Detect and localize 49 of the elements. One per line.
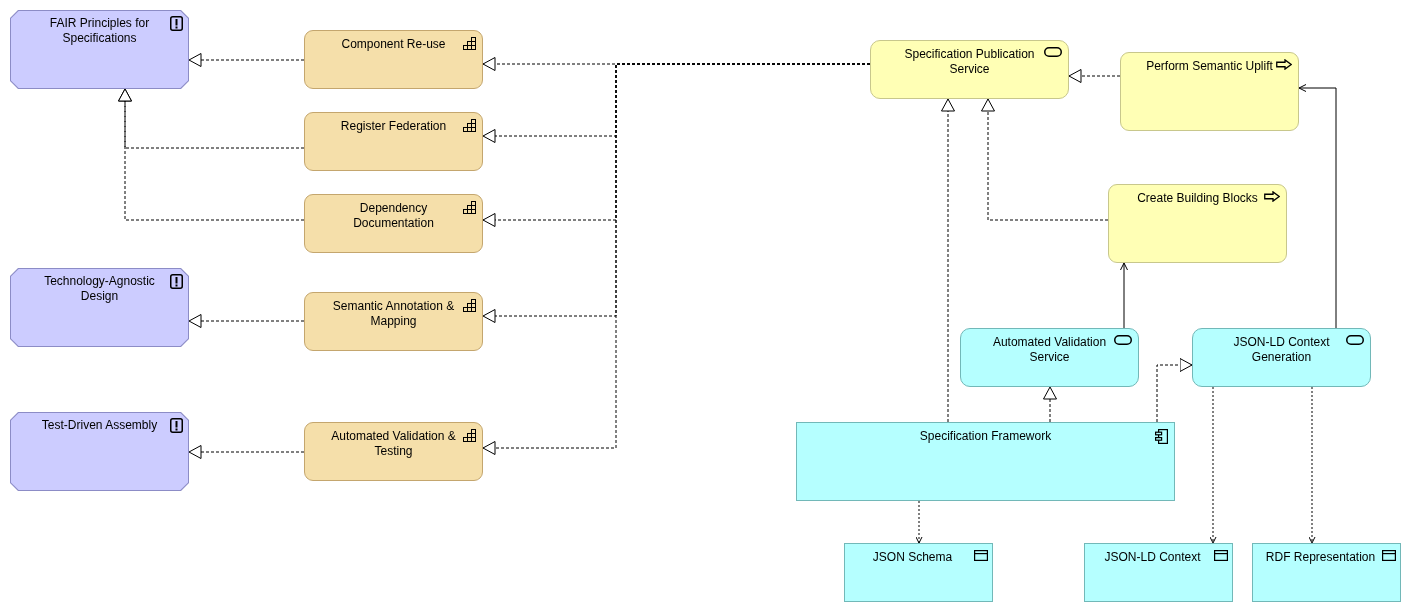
component-box <box>796 422 1175 501</box>
realization-arrow <box>188 314 305 328</box>
realization-arrow <box>1068 69 1121 83</box>
node-title: Create Building Blocks <box>1136 191 1259 206</box>
node-title: Specification Framework <box>918 429 1053 444</box>
realization-arrow <box>188 445 305 459</box>
node-title: Perform Semantic Uplift <box>1145 59 1274 74</box>
node-title: Specification Publication Service <box>903 47 1036 77</box>
node-title: Automated Validation & Testing <box>330 429 457 459</box>
serving-arrow <box>1298 84 1337 329</box>
realization-arrow <box>1043 386 1057 423</box>
capability-box <box>304 194 483 253</box>
realization-arrow <box>1156 358 1193 423</box>
principle-box <box>10 268 189 347</box>
process-box <box>1108 184 1287 263</box>
data-object-box <box>1252 543 1401 602</box>
node-title: JSON-LD Context <box>1103 550 1202 565</box>
access-arrow <box>1209 386 1217 544</box>
node-title: JSON Schema <box>871 550 954 565</box>
capability-box <box>304 30 483 89</box>
node-title: RDF Representation <box>1264 550 1377 565</box>
capability-box <box>304 112 483 171</box>
capability-box <box>304 422 483 481</box>
realization-arrow <box>482 63 871 455</box>
realization-arrow <box>118 88 305 221</box>
node-title: Semantic Annotation & Mapping <box>331 299 456 329</box>
access-arrow <box>915 500 923 544</box>
service-box <box>1192 328 1371 387</box>
access-arrow <box>1308 386 1316 544</box>
node-title: Component Re-use <box>340 37 447 52</box>
realization-arrow <box>941 98 955 423</box>
process-box <box>1120 52 1299 131</box>
serving-arrow <box>1120 262 1128 329</box>
node-title: Test-Driven Assembly <box>40 418 159 433</box>
data-object-box <box>1084 543 1233 602</box>
node-title: Automated Validation Service <box>991 335 1108 365</box>
data-object-box <box>844 543 993 602</box>
realization-arrow <box>188 53 305 67</box>
principle-box <box>10 412 189 491</box>
service-box <box>960 328 1139 387</box>
node-title: Dependency Documentation <box>352 201 435 231</box>
service-box <box>870 40 1069 99</box>
node-title: FAIR Principles for Specifications <box>48 16 151 46</box>
node-title: JSON-LD Context Generation <box>1232 335 1331 365</box>
node-title: Technology-Agnostic Design <box>43 274 156 304</box>
principle-box <box>10 10 189 89</box>
node-title: Register Federation <box>339 119 448 134</box>
capability-box <box>304 292 483 351</box>
realization-arrow <box>981 98 1109 221</box>
